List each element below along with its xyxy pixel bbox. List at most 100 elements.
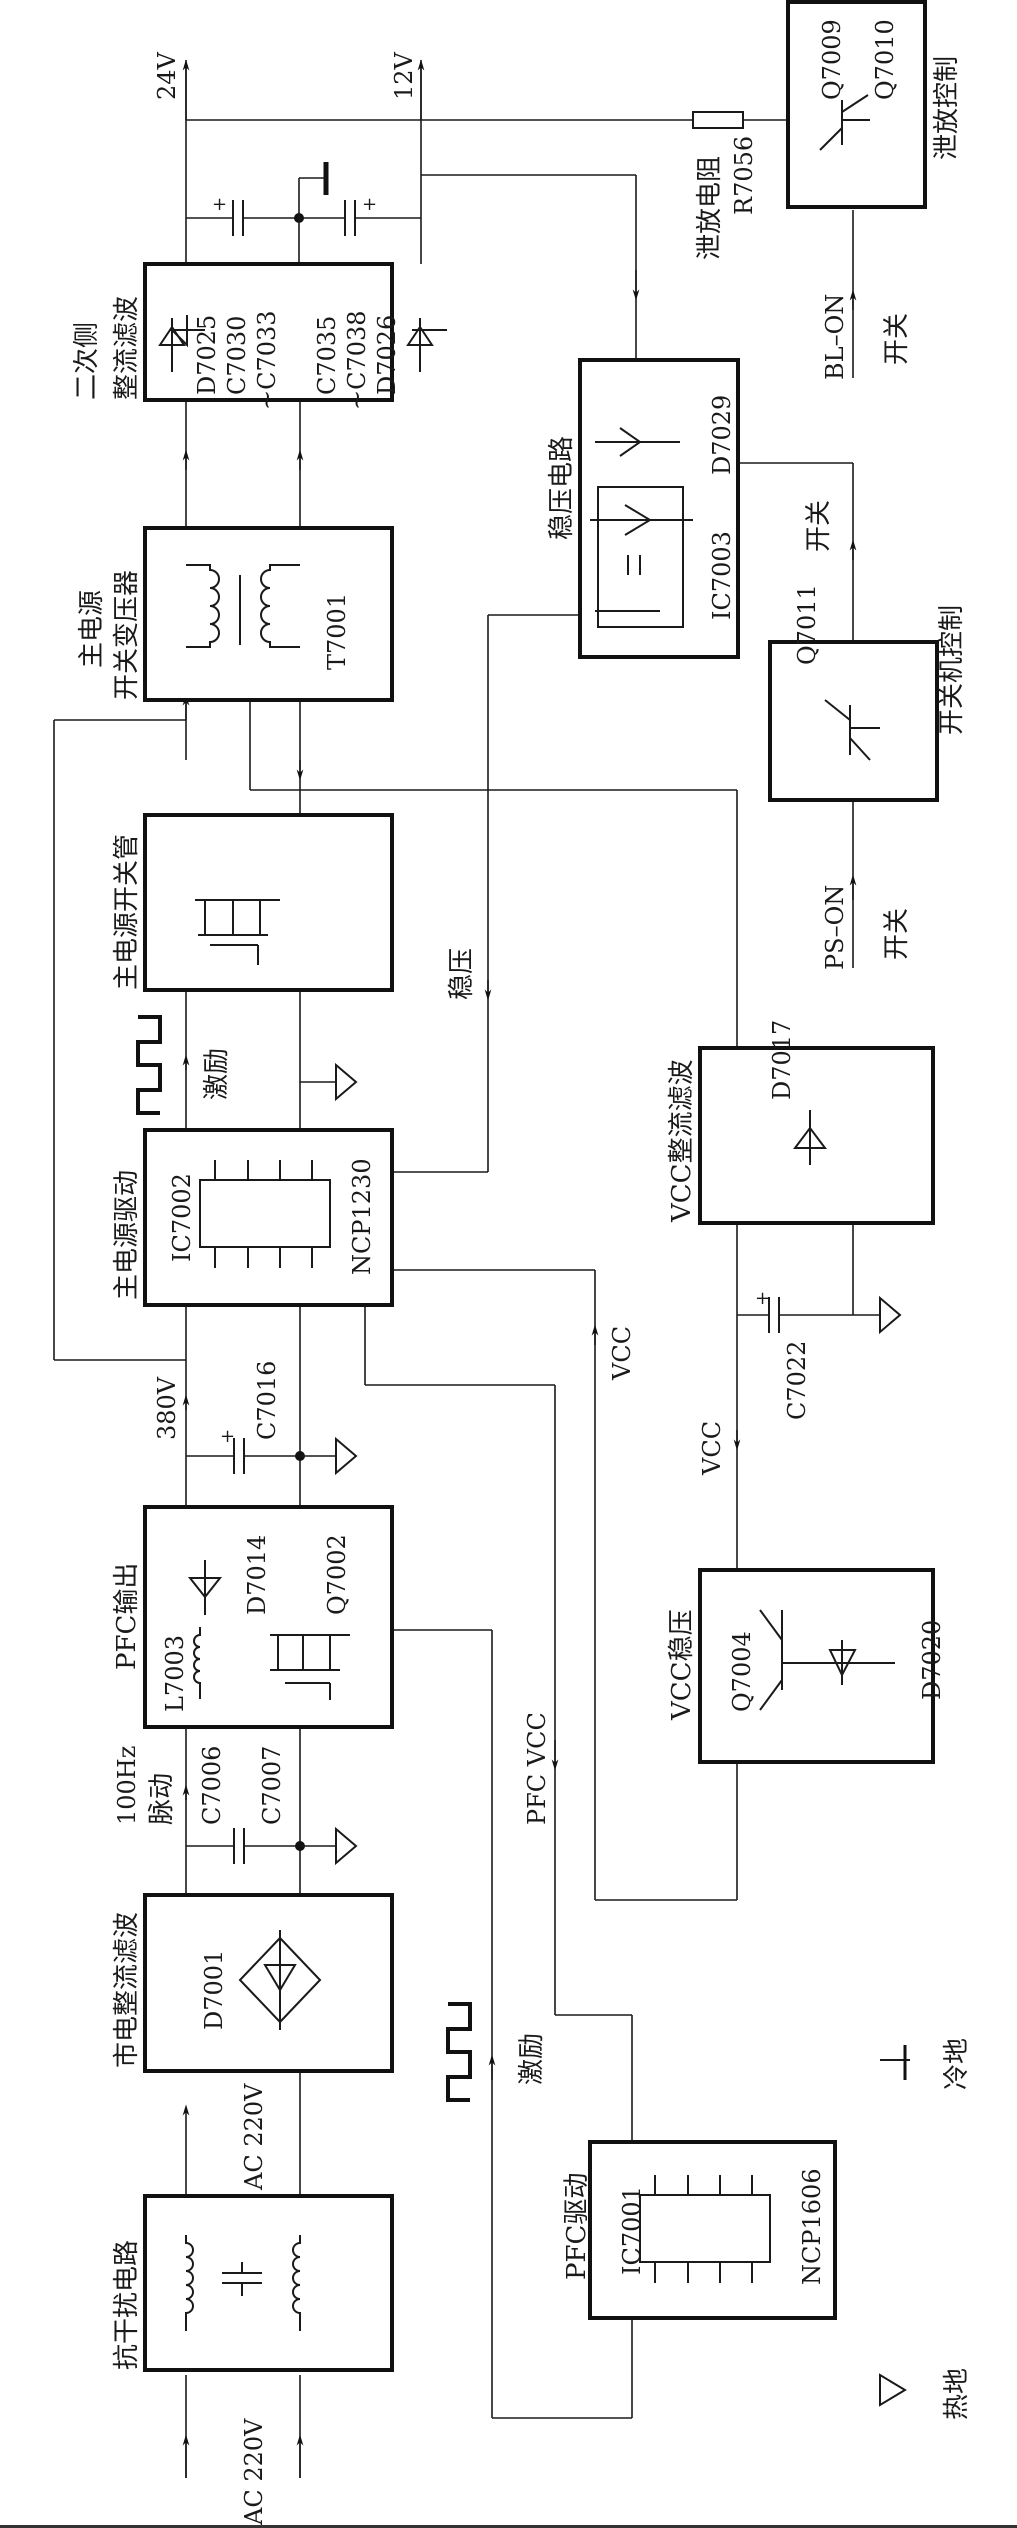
d7026-label: D7026 <box>373 315 401 395</box>
svg-text:+: + <box>755 1288 770 1309</box>
hot-ground-icon <box>335 1436 358 1476</box>
secondary-title-1: 二次侧 <box>72 322 102 400</box>
c7022-label: C7022 <box>783 1341 811 1420</box>
ncp1606-label: NCP1606 <box>798 2168 826 2285</box>
q7011-label: Q7011 <box>793 584 821 665</box>
vcc-regulator-block <box>698 1568 935 1764</box>
emi-filter-block <box>143 2194 394 2372</box>
hz100-label: 100Hz <box>113 1746 141 1825</box>
d7014-label: D7014 <box>243 1535 271 1615</box>
vcc-b-label: VCC <box>698 1421 726 1476</box>
vcc-rectifier-title: VCC整流滤波 <box>667 1059 697 1223</box>
t7001-label: T7001 <box>323 593 351 670</box>
legend-cold-label: 冷地 <box>942 2038 972 2090</box>
ic-chip-icon <box>199 1179 331 1248</box>
hot-ground-icon <box>335 1062 358 1102</box>
q7004-label: Q7004 <box>728 1631 756 1712</box>
v380-label: 380V <box>153 1376 181 1440</box>
regulator-block <box>578 358 740 659</box>
legend-hot-label: 热地 <box>942 2368 972 2420</box>
power-switch-control-block <box>768 640 939 802</box>
discharge-resistor-icon <box>692 111 744 129</box>
emi-filter-title: 抗干扰电路 <box>112 2240 142 2370</box>
excite-pfc-label: 激励 <box>517 2033 547 2085</box>
power-switch-control-title: 开关机控制 <box>937 605 967 735</box>
inductor-icon <box>185 2235 194 2331</box>
c7016-label: C7016 <box>253 1361 281 1440</box>
pfc-vcc-label: PFC VCC <box>523 1712 551 1825</box>
ps-on-label: PS–ON <box>821 885 849 970</box>
regulate-label: 稳压 <box>447 948 477 1000</box>
v12-label: 12V <box>390 51 418 100</box>
pfc-driver-title: PFC驱动 <box>562 2173 592 2280</box>
ac-input-label: AC 220V <box>240 2418 268 2526</box>
c7007-label: C7007 <box>258 1746 286 1825</box>
vcc-a-label: VCC <box>608 1326 636 1381</box>
pulse-label: 脉动 <box>147 1773 177 1825</box>
mosfet-icon <box>270 1634 350 1700</box>
c7006-label: C7006 <box>198 1746 226 1825</box>
mains-rectifier-title: 市电整流滤波 <box>112 1912 142 2068</box>
svg-text:+: + <box>362 194 377 215</box>
hot-ground-legend-icon <box>879 2373 907 2407</box>
discharge-resistor-label: 泄放电阻 <box>695 156 725 260</box>
discharge-control-block <box>786 0 927 209</box>
bl-on-label: BL–ON <box>821 294 849 380</box>
ac-mid-label: AC 220V <box>240 2083 268 2191</box>
pulse-waveform-icon <box>446 2002 472 2102</box>
svg-text:+: + <box>220 1426 235 1447</box>
bottom-border <box>0 2525 1017 2528</box>
q7002-label: Q7002 <box>323 1534 351 1615</box>
d7025-label: D7025 <box>193 315 221 395</box>
c7030-label: C7030 <box>223 316 251 395</box>
mains-rectifier-block <box>143 1893 394 2073</box>
q7009-label: Q7009 <box>818 19 846 100</box>
v24-label: 24V <box>153 51 181 100</box>
r7056-label: R7056 <box>730 136 758 215</box>
switch-mid-label: 开关 <box>804 500 834 552</box>
pfc-driver-block <box>588 2140 837 2320</box>
d7029-label: D7029 <box>708 395 736 475</box>
cold-ground-legend-icon <box>880 2045 910 2080</box>
l7003-label: L7003 <box>161 1635 189 1712</box>
inductor-icon <box>292 2235 301 2331</box>
secondary-title-2: 整流滤波 <box>112 296 142 400</box>
ncp1230-label: NCP1230 <box>348 1158 376 1275</box>
hot-ground-icon <box>335 1826 358 1866</box>
pfc-output-title: PFC输出 <box>112 1563 142 1670</box>
secondary-rectifier-block <box>143 262 447 402</box>
main-driver-title: 主电源驱动 <box>112 1170 142 1300</box>
main-switch-block <box>143 813 394 992</box>
inductor-icon <box>193 1627 201 1699</box>
main-transformer-block <box>143 526 394 702</box>
c7035-label: C7035 <box>313 316 341 395</box>
ic7003-label: IC7003 <box>708 531 736 620</box>
vcc-regulator-title: VCC稳压 <box>667 1609 697 1721</box>
regulator-title: 稳压电路 <box>547 436 577 540</box>
switch-ps-label: 开关 <box>882 908 912 960</box>
main-driver-block <box>143 1128 394 1307</box>
secondary-diode-right <box>406 318 434 372</box>
ic7002-label: IC7002 <box>168 1173 196 1262</box>
transformer-title-1: 主电源 <box>77 590 107 668</box>
secondary-diode-left <box>158 318 186 372</box>
discharge-control-title: 泄放控制 <box>932 56 962 160</box>
ic7001-label: IC7001 <box>618 2186 646 2275</box>
mosfet-icon <box>195 899 280 965</box>
excite-main-label: 激励 <box>202 1048 232 1100</box>
hot-ground-icon <box>879 1295 902 1335</box>
optocoupler-icon <box>597 486 684 628</box>
c7033-label: ~C7033 <box>253 310 281 410</box>
vcc-rectifier-block <box>698 1046 935 1225</box>
d7001-label: D7001 <box>200 1950 228 2030</box>
ic-chip-icon <box>639 2194 771 2263</box>
q7010-label: Q7010 <box>871 19 899 100</box>
d7020-label: D7020 <box>918 1620 946 1700</box>
svg-text:+: + <box>212 194 227 215</box>
switch-bl-label: 开关 <box>882 313 912 365</box>
c7038-label: ~C7038 <box>343 310 371 410</box>
transformer-title-2: 开关变压器 <box>112 570 142 700</box>
pfc-output-block <box>143 1505 394 1729</box>
transformer-icon <box>186 564 220 648</box>
